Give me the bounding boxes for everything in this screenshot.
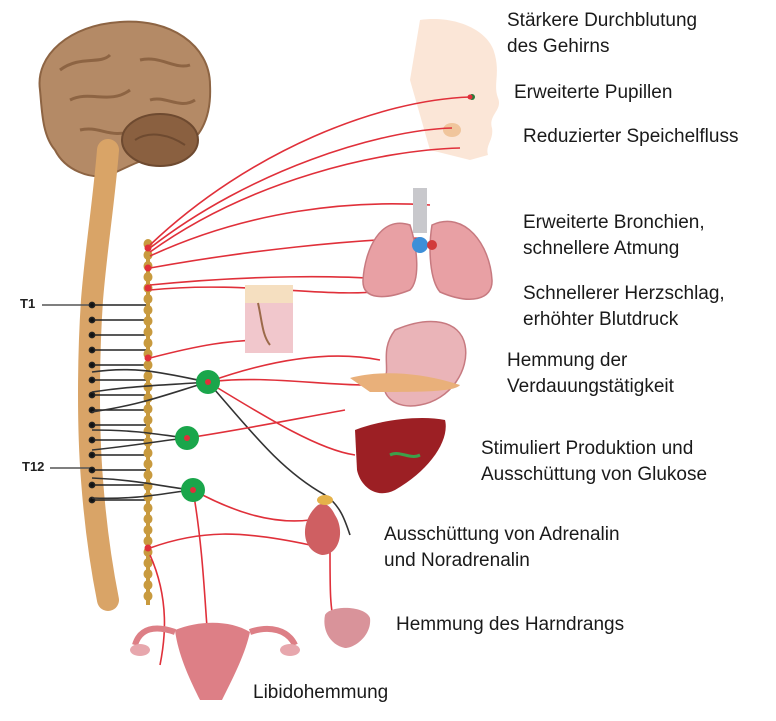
- chain-ganglion: [144, 305, 153, 315]
- liver-illustration: [355, 418, 446, 493]
- chain-ganglion: [144, 415, 153, 425]
- cord-root-dot: [89, 332, 94, 337]
- bladder-illustration: [324, 608, 370, 648]
- cord-root-dot: [89, 482, 94, 487]
- spinal-cord: [89, 150, 108, 600]
- effect-bladder-line1: Hemmung des Harndrangs: [396, 612, 624, 638]
- cord-root-dot: [89, 467, 94, 472]
- chain-ganglion: [144, 272, 153, 282]
- effect-glucose-line2: Ausschüttung von Glukose: [481, 462, 707, 488]
- cord-root-dot: [89, 317, 94, 322]
- chain-ganglion: [144, 404, 153, 414]
- effect-glucose-label: Stimuliert Produktion und Ausschüttung v…: [481, 436, 707, 488]
- cord-root-dot: [89, 302, 94, 307]
- cord-root-dot: [89, 392, 94, 397]
- effect-saliva-line1: Reduzierter Speichelfluss: [523, 124, 738, 150]
- chain-ganglion: [144, 580, 153, 590]
- effect-heart-label: Schnellerer Herzschlag, erhöhter Blutdru…: [523, 281, 725, 333]
- cord-root-dot: [89, 377, 94, 382]
- effect-adrenalin-label: Ausschüttung von Adrenalin und Noradrena…: [384, 522, 620, 574]
- effect-digestion-line1: Hemmung der: [507, 348, 674, 374]
- chain-ganglion: [144, 591, 153, 601]
- chain-ganglion: [144, 470, 153, 480]
- chain-ganglion: [144, 426, 153, 436]
- chain-ganglion: [144, 459, 153, 469]
- effect-bronchi-label: Erweiterte Bronchien, schnellere Atmung: [523, 210, 705, 262]
- effect-libido-line1: Libidohemmung: [253, 680, 388, 706]
- chain-ganglion: [144, 294, 153, 304]
- segment-label-t1: T1: [20, 296, 35, 311]
- chain-ganglion: [144, 327, 153, 337]
- chain-ganglion: [144, 514, 153, 524]
- effect-pupils-line1: Erweiterte Pupillen: [514, 80, 672, 106]
- chain-ganglion: [144, 448, 153, 458]
- effect-brain-line2: des Gehirns: [507, 34, 697, 60]
- effect-bladder-label: Hemmung des Harndrangs: [396, 612, 624, 638]
- effect-heart-line2: erhöhter Blutdruck: [523, 307, 725, 333]
- brain-illustration: [40, 22, 211, 177]
- segment-label-t12: T12: [22, 459, 44, 474]
- face-illustration: [410, 19, 499, 160]
- cord-root-dot: [89, 362, 94, 367]
- chain-ganglion: [144, 569, 153, 579]
- chain-ganglion: [144, 503, 153, 513]
- effect-digestion-label: Hemmung der Verdauungstätigkeit: [507, 348, 674, 400]
- cord-root-dot: [89, 422, 94, 427]
- chain-ganglion: [144, 338, 153, 348]
- effect-glucose-line1: Stimuliert Produktion und: [481, 436, 707, 462]
- chain-ganglion: [144, 316, 153, 326]
- effect-brain-label: Stärkere Durchblutung des Gehirns: [507, 8, 697, 60]
- effect-libido-label: Libidohemmung: [253, 680, 388, 706]
- chain-ganglion: [144, 525, 153, 535]
- effect-adrenalin-line1: Ausschüttung von Adrenalin: [384, 522, 620, 548]
- chain-ganglion: [144, 371, 153, 381]
- cord-root-dot: [89, 452, 94, 457]
- effect-pupils-label: Erweiterte Pupillen: [514, 80, 672, 106]
- effect-digestion-line2: Verdauungstätigkeit: [507, 374, 674, 400]
- stomach-illustration: [384, 322, 466, 406]
- cord-root-dot: [89, 347, 94, 352]
- effect-heart-line1: Schnellerer Herzschlag,: [523, 281, 725, 307]
- effect-bronchi-line2: schnellere Atmung: [523, 236, 705, 262]
- effect-adrenalin-line2: und Noradrenalin: [384, 548, 620, 574]
- effect-saliva-label: Reduzierter Speichelfluss: [523, 124, 738, 150]
- effect-brain-line1: Stärkere Durchblutung: [507, 8, 697, 34]
- effect-bronchi-line1: Erweiterte Bronchien,: [523, 210, 705, 236]
- cord-root-dot: [89, 437, 94, 442]
- skin-illustration: [245, 285, 293, 353]
